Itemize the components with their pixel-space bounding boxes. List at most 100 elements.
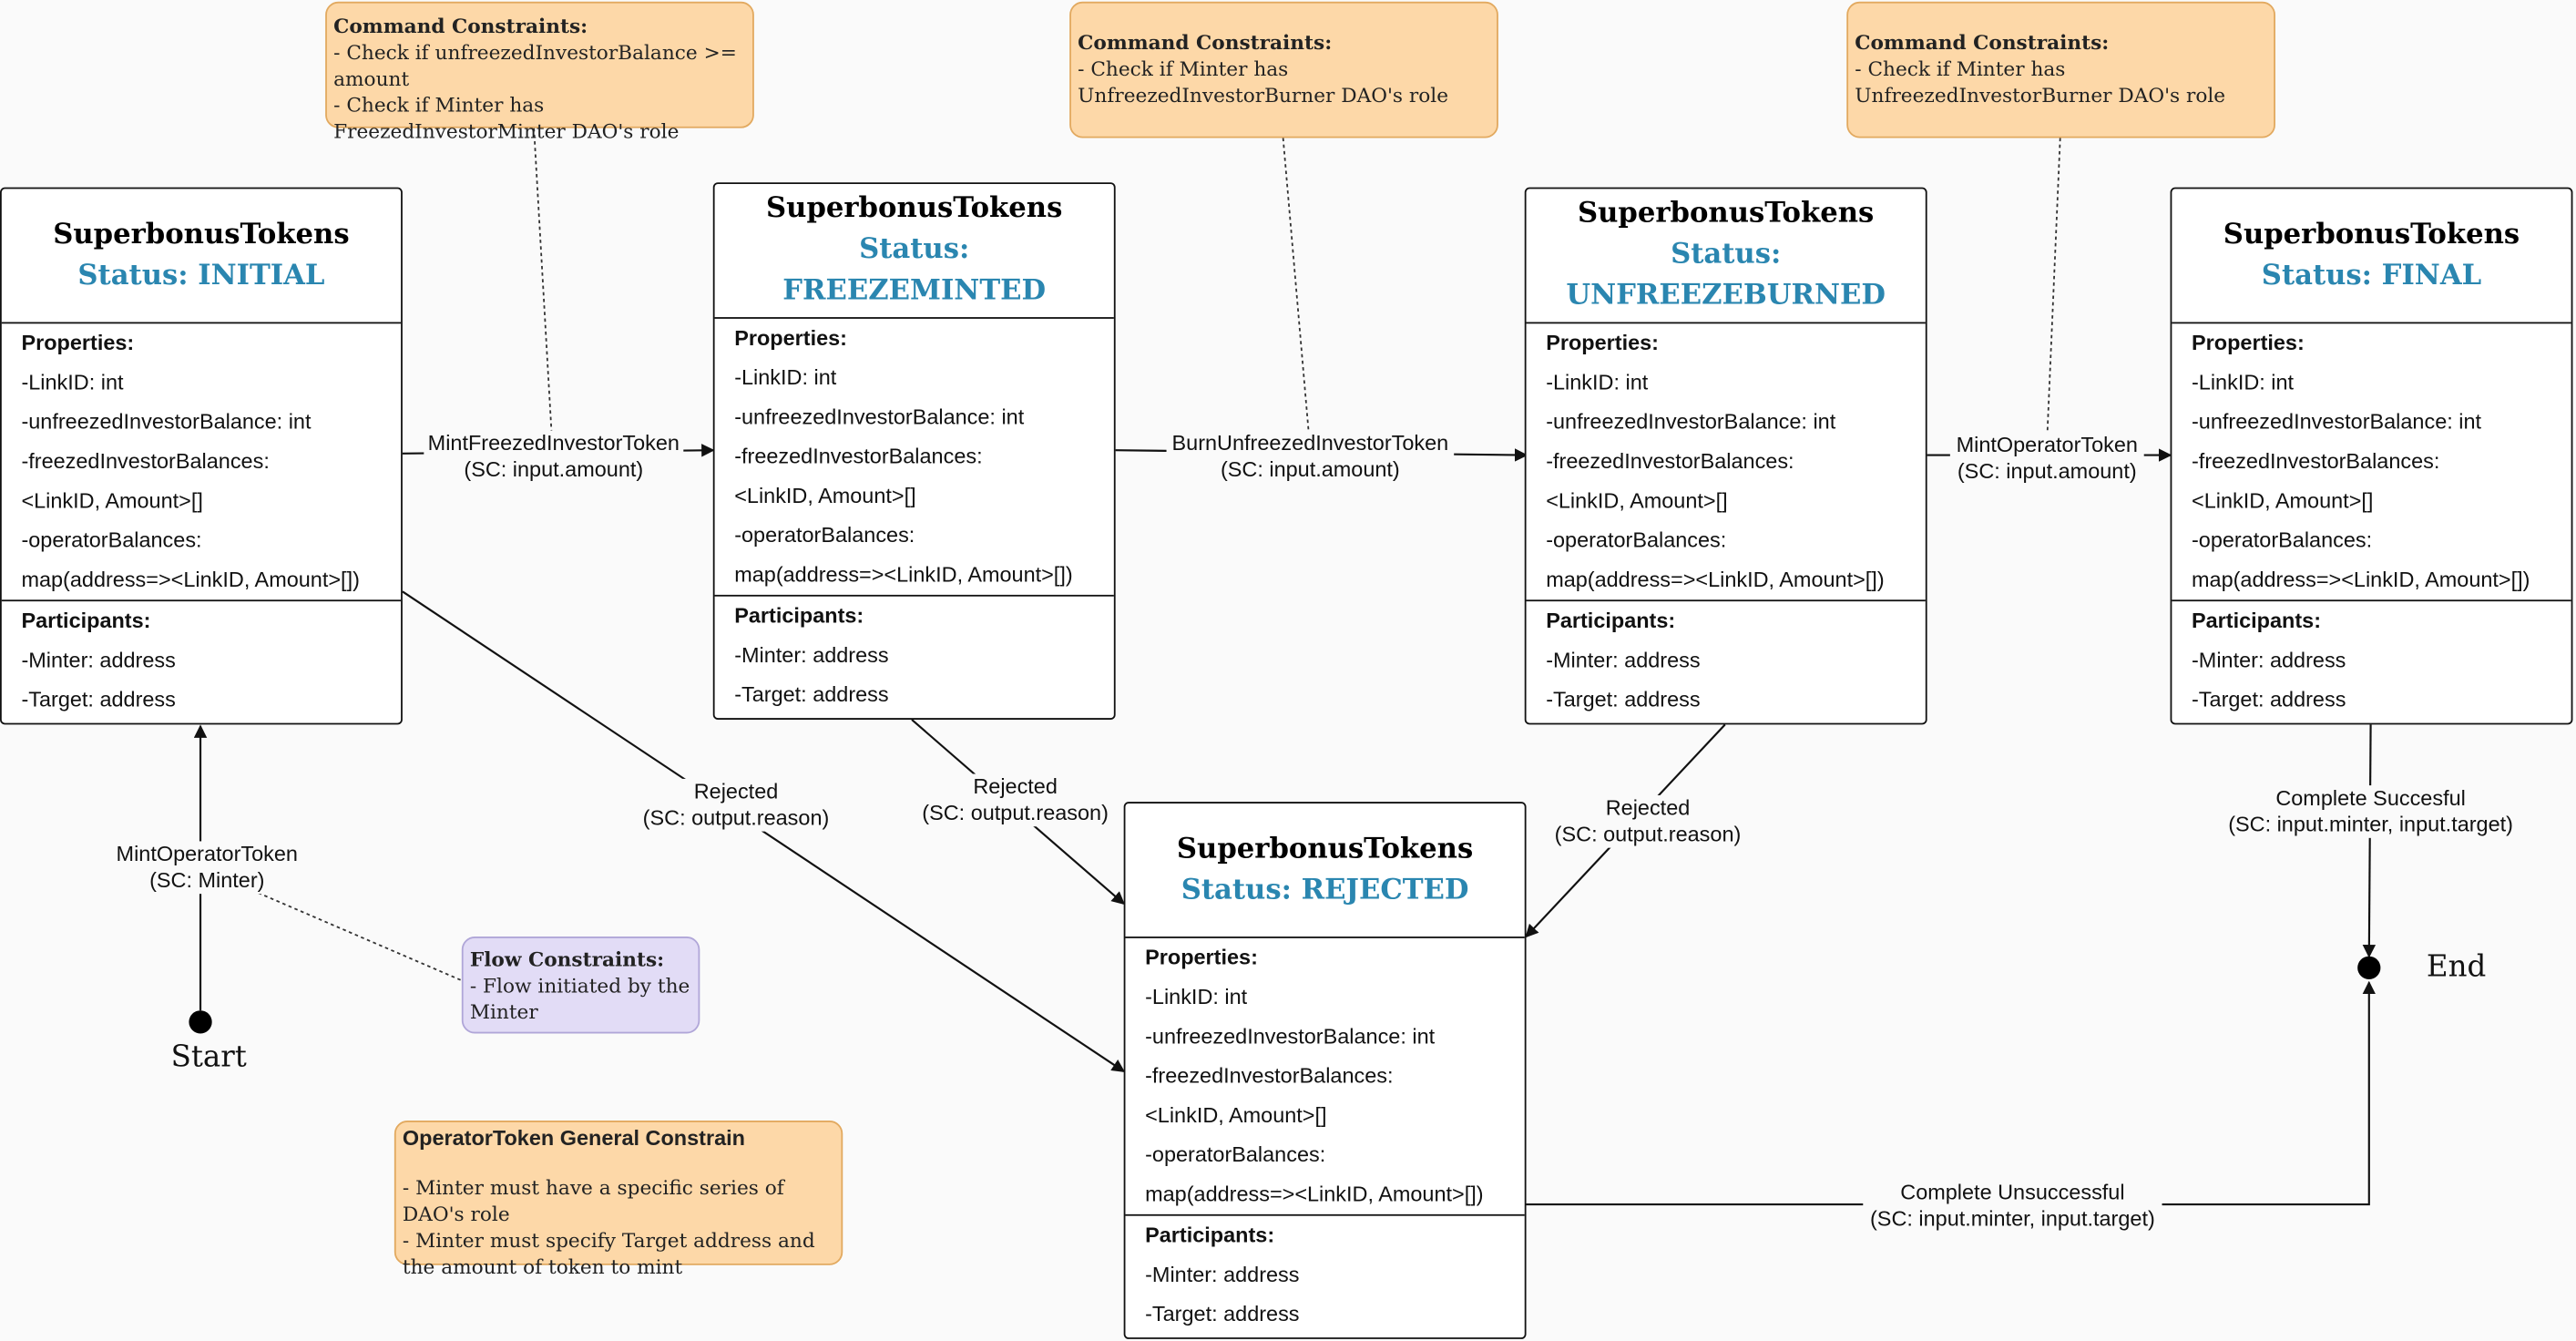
command-constraints-note-1: Command Constraints: - Check if unfreeze… [325, 1, 754, 143]
property-item: -unfreezedInvestorBalance: int [21, 409, 312, 435]
transition-label-mint-freezed: MintFreezedInvestorToken (SC: input.amou… [424, 430, 684, 484]
start-label: Start [170, 1039, 247, 1075]
note-line: - Minter must have a specific series of … [402, 1176, 784, 1226]
participant-item: -Minter: address [734, 642, 889, 668]
property-item: <LinkID, Amount>[] [2192, 487, 2374, 513]
start-node [189, 1010, 212, 1034]
end-label: End [2426, 949, 2487, 985]
transition-label-mint-operator-final: MintOperatorToken (SC: input.amount) [1949, 432, 2144, 486]
state-rejected: SuperbonusTokens Status: REJECTED Proper… [1123, 802, 1527, 1339]
participant-item: -Target: address [1145, 1301, 1300, 1326]
transition-name: Rejected [973, 773, 1058, 799]
property-item: map(address=><LinkID, Amount>[]) [1145, 1181, 1484, 1206]
note-line: - Flow initiated by the Minter [469, 974, 690, 1024]
state-status-line1: Status: [859, 233, 970, 267]
property-item: <LinkID, Amount>[] [1145, 1102, 1327, 1128]
note-title: Command Constraints: [1078, 31, 1333, 55]
general-constraints-note: OperatorToken General Constrain - Minter… [394, 1121, 843, 1278]
property-item: <LinkID, Amount>[] [734, 483, 916, 508]
property-item: -LinkID: int [21, 369, 124, 394]
transition-condition: (SC: input.amount) [464, 456, 644, 482]
participants-heading: Participants: [2192, 608, 2322, 633]
transition-name: BurnUnfreezedInvestorToken [1171, 430, 1449, 456]
property-item: -operatorBalances: [1145, 1141, 1326, 1167]
transition-label-mint-operator-start: MintOperatorToken (SC: Minter) [108, 841, 306, 895]
participant-item: -Target: address [734, 681, 889, 707]
state-unfreezeburned: SuperbonusTokens Status: UNFREEZEBURNED … [1524, 187, 1927, 725]
property-item: -LinkID: int [1145, 984, 1248, 1009]
state-title: SuperbonusTokens [53, 217, 350, 251]
property-item: -freezedInvestorBalances: [2192, 448, 2440, 474]
note-line: - Check if unfreezedInvestorBalance >= a… [333, 41, 737, 91]
transition-label-burn-unfreezed: BurnUnfreezedInvestorToken (SC: input.am… [1166, 430, 1455, 484]
properties-heading: Properties: [1546, 330, 1659, 355]
note-connector-flow [206, 870, 467, 984]
transition-name: MintOperatorToken [1956, 432, 2138, 457]
participants-heading: Participants: [734, 602, 864, 628]
note-connector-cmd2 [1282, 138, 1311, 441]
property-item: -LinkID: int [2192, 369, 2295, 394]
participant-item: -Minter: address [2192, 647, 2346, 672]
state-status-line1: Status: [1671, 238, 1782, 271]
state-final: SuperbonusTokens Status: FINAL Propertie… [2170, 187, 2573, 725]
state-status-line2: UNFREEZEBURNED [1566, 279, 1886, 312]
state-title: SuperbonusTokens [766, 192, 1063, 226]
participants-heading: Participants: [1145, 1222, 1275, 1247]
transition-name: Complete Unsuccessful [1900, 1179, 2125, 1205]
property-item: -freezedInvestorBalances: [1546, 448, 1794, 474]
property-item: -unfreezedInvestorBalance: int [2192, 409, 2482, 435]
edge-final-end [2362, 724, 2377, 958]
state-status: Status: REJECTED [1181, 873, 1469, 906]
flow-constraints-note: Flow Constraints: - Flow initiated by th… [461, 937, 700, 1034]
properties-heading: Properties: [1145, 945, 1258, 970]
edge-rejected-end [1526, 980, 2377, 1206]
transition-condition: (SC: input.amount) [1220, 456, 1400, 482]
note-title: Command Constraints: [333, 15, 588, 38]
property-item: <LinkID, Amount>[] [1546, 487, 1728, 513]
properties-heading: Properties: [734, 325, 848, 351]
note-connector-cmd3 [2046, 138, 2061, 441]
participants-heading: Participants: [1546, 608, 1676, 633]
participant-item: -Minter: address [1546, 647, 1701, 672]
note-connector-cmd1 [533, 128, 553, 441]
participants-heading: Participants: [21, 608, 151, 633]
participant-item: -Minter: address [21, 647, 176, 672]
property-item: map(address=><LinkID, Amount>[]) [1546, 567, 1885, 592]
transition-condition: (SC: output.reason) [922, 800, 1109, 825]
participant-item: -Target: address [2192, 686, 2346, 711]
note-title: Command Constraints: [1855, 31, 2110, 55]
transition-label-rejected-freezeminted: Rejected (SC: output.reason) [916, 773, 1114, 827]
property-item: -operatorBalances: [1546, 527, 1727, 553]
property-item: -freezedInvestorBalances: [734, 443, 983, 469]
property-item: map(address=><LinkID, Amount>[]) [734, 561, 1073, 587]
transition-name: Rejected [1605, 794, 1691, 820]
note-line: - Check if Minter has UnfreezedInvestorB… [1855, 57, 2226, 107]
property-item: -unfreezedInvestorBalance: int [1145, 1023, 1436, 1049]
state-freezeminted: SuperbonusTokens Status: FREEZEMINTED Pr… [712, 182, 1116, 720]
transition-name: Rejected [693, 778, 779, 804]
transition-condition: (SC: output.reason) [1554, 821, 1742, 846]
properties-heading: Properties: [2192, 330, 2305, 355]
state-title: SuperbonusTokens [1176, 832, 1474, 865]
property-item: map(address=><LinkID, Amount>[]) [21, 567, 360, 592]
property-item: <LinkID, Amount>[] [21, 487, 203, 513]
property-item: -operatorBalances: [21, 527, 202, 553]
participant-item: -Target: address [1546, 686, 1701, 711]
state-initial: SuperbonusTokens Status: INITIAL Propert… [0, 187, 403, 725]
note-line: - Minter must specify Target address and… [402, 1229, 815, 1279]
properties-heading: Properties: [21, 330, 135, 355]
end-node [2357, 956, 2381, 979]
property-item: map(address=><LinkID, Amount>[]) [2192, 567, 2530, 592]
transition-name: MintOperatorToken [116, 841, 298, 866]
state-status: Status: INITIAL [77, 259, 325, 292]
state-title: SuperbonusTokens [1577, 197, 1875, 230]
transition-condition: (SC: output.reason) [642, 804, 830, 830]
property-item: -LinkID: int [734, 364, 837, 390]
note-line: - Check if Minter has UnfreezedInvestorB… [1078, 57, 1449, 107]
note-line: - Check if Minter has FreezedInvestorMin… [333, 93, 680, 143]
transition-label-complete-unsuccessful: Complete Unsuccessful (SC: input.minter,… [1863, 1179, 2162, 1233]
note-title: Flow Constraints: [469, 947, 665, 971]
property-item: -operatorBalances: [734, 522, 915, 548]
property-item: -freezedInvestorBalances: [1145, 1062, 1394, 1088]
